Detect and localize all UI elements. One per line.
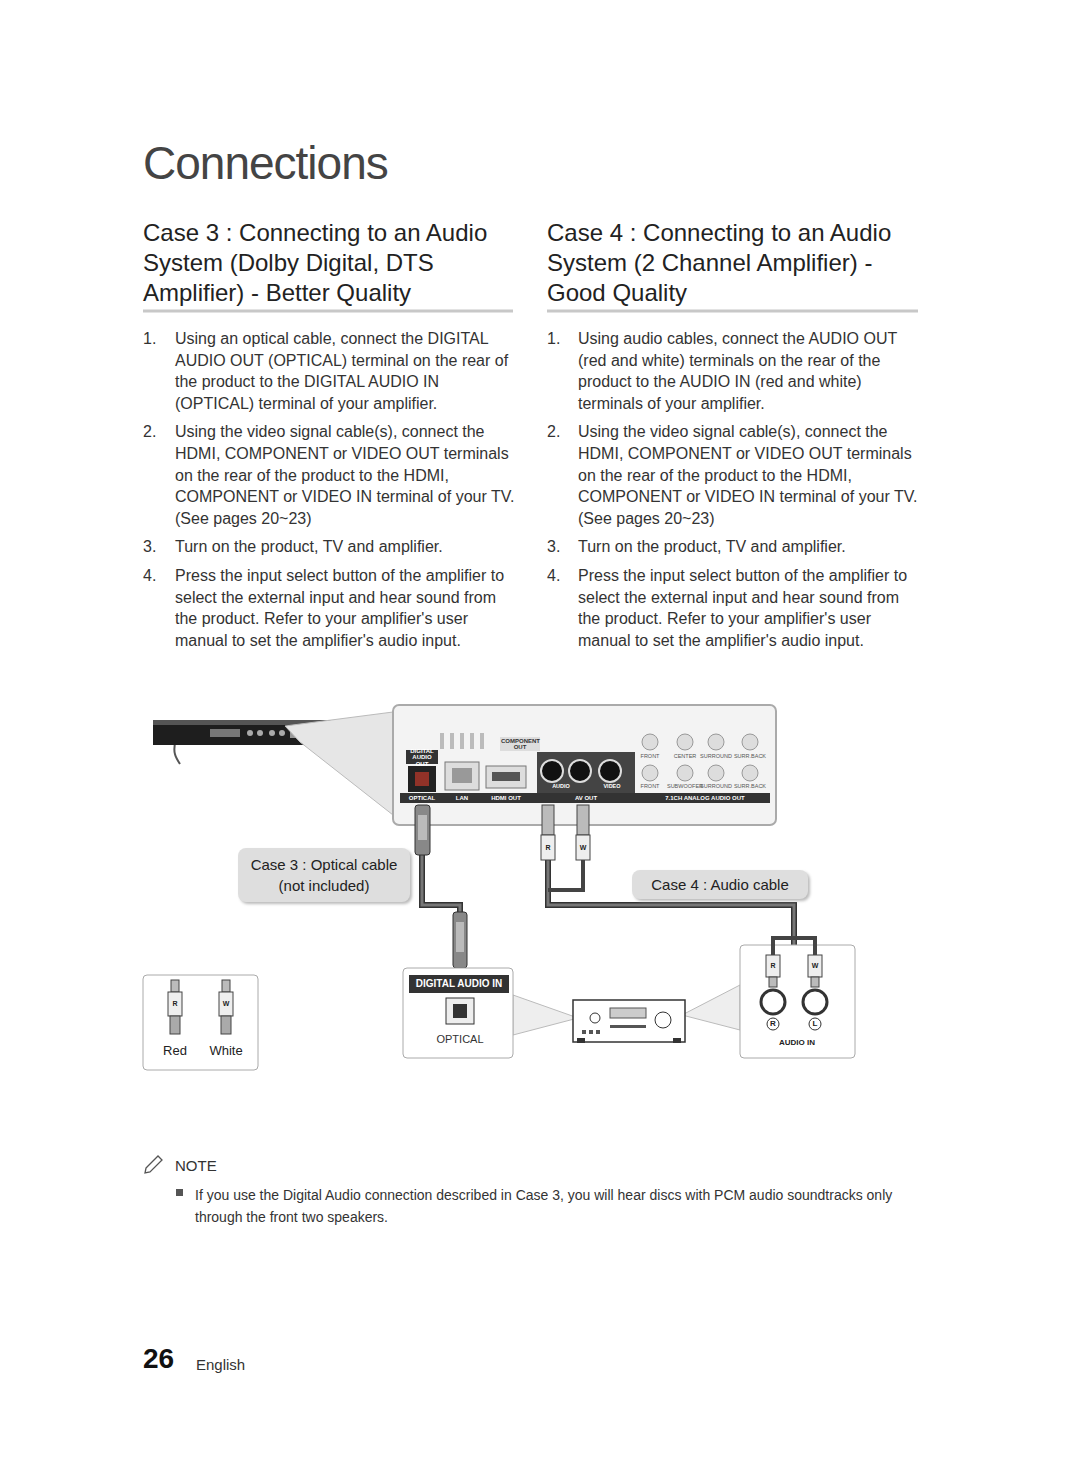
callout-pointer xyxy=(682,985,740,1030)
step-text: Using an optical cable, connect the DIGI… xyxy=(175,328,515,414)
note-icon xyxy=(145,1156,162,1173)
optical-jack xyxy=(446,998,474,1024)
step-number: 1. xyxy=(547,328,560,350)
plug-letter: R xyxy=(545,844,550,852)
note-heading: NOTE xyxy=(175,1157,217,1175)
node-text: FRONT xyxy=(641,784,660,790)
node-text: LAN xyxy=(456,795,468,801)
node-box: Case 4 : Audio cable xyxy=(632,870,808,899)
node-text: VIDEO xyxy=(603,784,620,790)
rule xyxy=(143,310,513,313)
step-text: Turn on the product, TV and amplifier. xyxy=(578,536,920,558)
rca-jack xyxy=(803,990,827,1014)
callout-box xyxy=(740,945,855,1058)
step-number: 3. xyxy=(547,536,560,558)
step-text: Using the video signal cable(s), connect… xyxy=(175,421,515,529)
optical-plug xyxy=(453,912,467,968)
node-text: SURR.BACK xyxy=(734,754,766,760)
callout-pointer xyxy=(513,995,578,1035)
node-text: AUDIO IN xyxy=(779,1039,815,1047)
node-text: CENTER xyxy=(674,754,697,760)
rca-plugs xyxy=(168,980,233,1034)
step-number: 3. xyxy=(143,536,156,558)
page-language: English xyxy=(196,1356,245,1374)
node-text: R xyxy=(172,1000,177,1007)
step-text: Press the input select button of the amp… xyxy=(175,565,515,651)
section-heading: Case 4 : Connecting to an Audio System (… xyxy=(547,218,932,308)
node-text: OPTICAL xyxy=(436,1034,483,1046)
step-number: 4. xyxy=(547,565,560,587)
node-text: R xyxy=(770,962,775,969)
note-text: If you use the Digital Audio connection … xyxy=(195,1184,895,1228)
step-text: Turn on the product, TV and amplifier. xyxy=(175,536,515,558)
jack-mark xyxy=(809,1018,821,1030)
callout-box xyxy=(403,968,513,1058)
rca-plugs xyxy=(766,938,822,987)
zoom-wedge xyxy=(285,712,393,815)
amplifier xyxy=(573,1000,685,1043)
step-text: Press the input select button of the amp… xyxy=(578,565,920,651)
jack-mark xyxy=(767,1018,779,1030)
node-text: SURROUND xyxy=(700,754,732,760)
node-text: OPTICAL xyxy=(409,795,435,801)
node-text: DIGITAL AUDIO IN xyxy=(416,979,502,990)
header-band xyxy=(409,975,509,993)
section-heading: Case 3 : Connecting to an Audio System (… xyxy=(143,218,528,308)
bullet xyxy=(176,1189,183,1196)
node-box: Case 3 : Optical cable (not included) xyxy=(238,848,410,902)
node-text: Case 4 : Audio cable xyxy=(640,874,800,895)
node-text: DIGITAL AUDIO OUT xyxy=(407,748,437,767)
step-text: Using the video signal cable(s), connect… xyxy=(578,421,920,529)
node-box: DIGITAL AUDIO OUT OPTICAL LAN HDMI OUT COMPO… xyxy=(393,705,776,825)
node-box: R W R L AUDIO IN xyxy=(740,945,855,1058)
plug-letter: W xyxy=(580,844,587,852)
node-text: COMPONENT OUT xyxy=(501,738,539,751)
node-text: SURROUND xyxy=(700,784,732,790)
rca-jack xyxy=(761,990,785,1014)
rule xyxy=(547,310,918,313)
node-box: R W Red White xyxy=(143,975,258,1070)
node-text: 7.1CH ANALOG AUDIO OUT xyxy=(665,795,745,801)
plug-key-box xyxy=(143,975,258,1070)
node-text: W xyxy=(812,962,819,969)
node-text: Case 3 : Optical cable (not included) xyxy=(246,854,402,896)
node-text: SUBWOOFER xyxy=(667,784,703,790)
step-number: 4. xyxy=(143,565,156,587)
page-number: 26 xyxy=(143,1343,174,1375)
node-text: W xyxy=(223,1000,230,1007)
optical-jack xyxy=(453,1004,467,1018)
rca-plugs xyxy=(541,805,590,890)
node-text: AUDIO xyxy=(552,784,570,790)
node-text: L xyxy=(813,1020,818,1028)
node-text: SURR.BACK xyxy=(734,784,766,790)
optical-plug xyxy=(415,805,430,855)
node-text: HDMI OUT xyxy=(491,795,521,801)
page-title: Connections xyxy=(143,136,388,190)
step-number: 2. xyxy=(143,421,156,443)
node-text: FRONT xyxy=(641,754,660,760)
step-number: 1. xyxy=(143,328,156,350)
node-text: Red xyxy=(163,1044,187,1058)
node-text: AV OUT xyxy=(575,795,597,801)
node-text: R xyxy=(770,1020,776,1028)
step-number: 2. xyxy=(547,421,560,443)
node-box: DIGITAL AUDIO IN OPTICAL xyxy=(403,968,513,1058)
node-text: White xyxy=(209,1044,242,1058)
step-text: Using audio cables, connect the AUDIO OU… xyxy=(578,328,920,414)
